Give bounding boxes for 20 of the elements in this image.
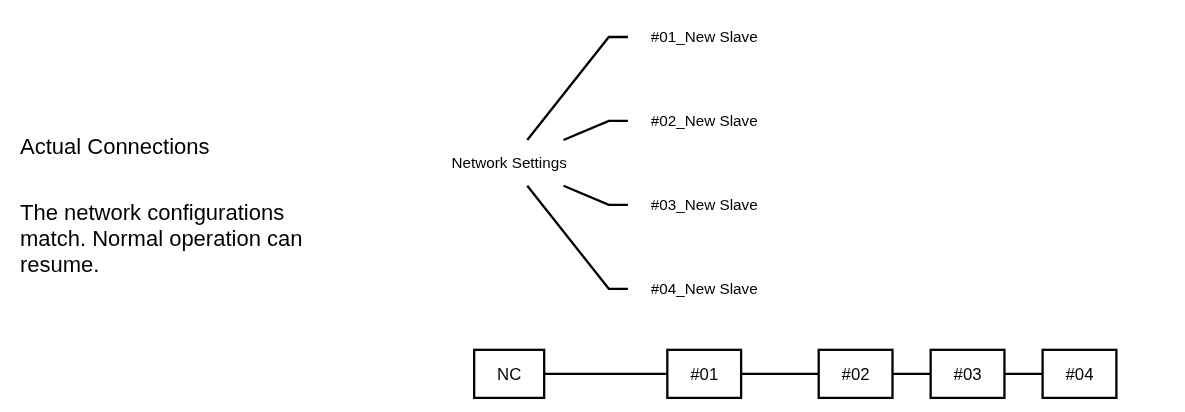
connector — [526, 185, 628, 290]
node-text: #04_New Slave — [650, 280, 758, 298]
node-text: #02_New Slave — [650, 112, 758, 130]
node-box: #02 — [817, 348, 894, 400]
connector — [892, 372, 931, 375]
node-text: #03_New Slave — [650, 196, 758, 214]
connector — [526, 35, 628, 141]
node-box: NC — [473, 348, 546, 400]
node-box: #01 — [666, 348, 743, 400]
connector — [563, 184, 628, 206]
note-text: Actual Connections — [20, 134, 211, 160]
connector — [544, 372, 668, 375]
node-text: Network Settings — [451, 154, 567, 172]
node-text: #01_New Slave — [650, 28, 758, 46]
connector — [741, 372, 819, 375]
node-box: #03 — [929, 348, 1006, 400]
node-box: #04 — [1041, 348, 1118, 400]
connector — [563, 119, 628, 142]
note-text: The network configurations match. Normal operation can resume. — [20, 200, 304, 278]
connector — [1004, 372, 1043, 375]
